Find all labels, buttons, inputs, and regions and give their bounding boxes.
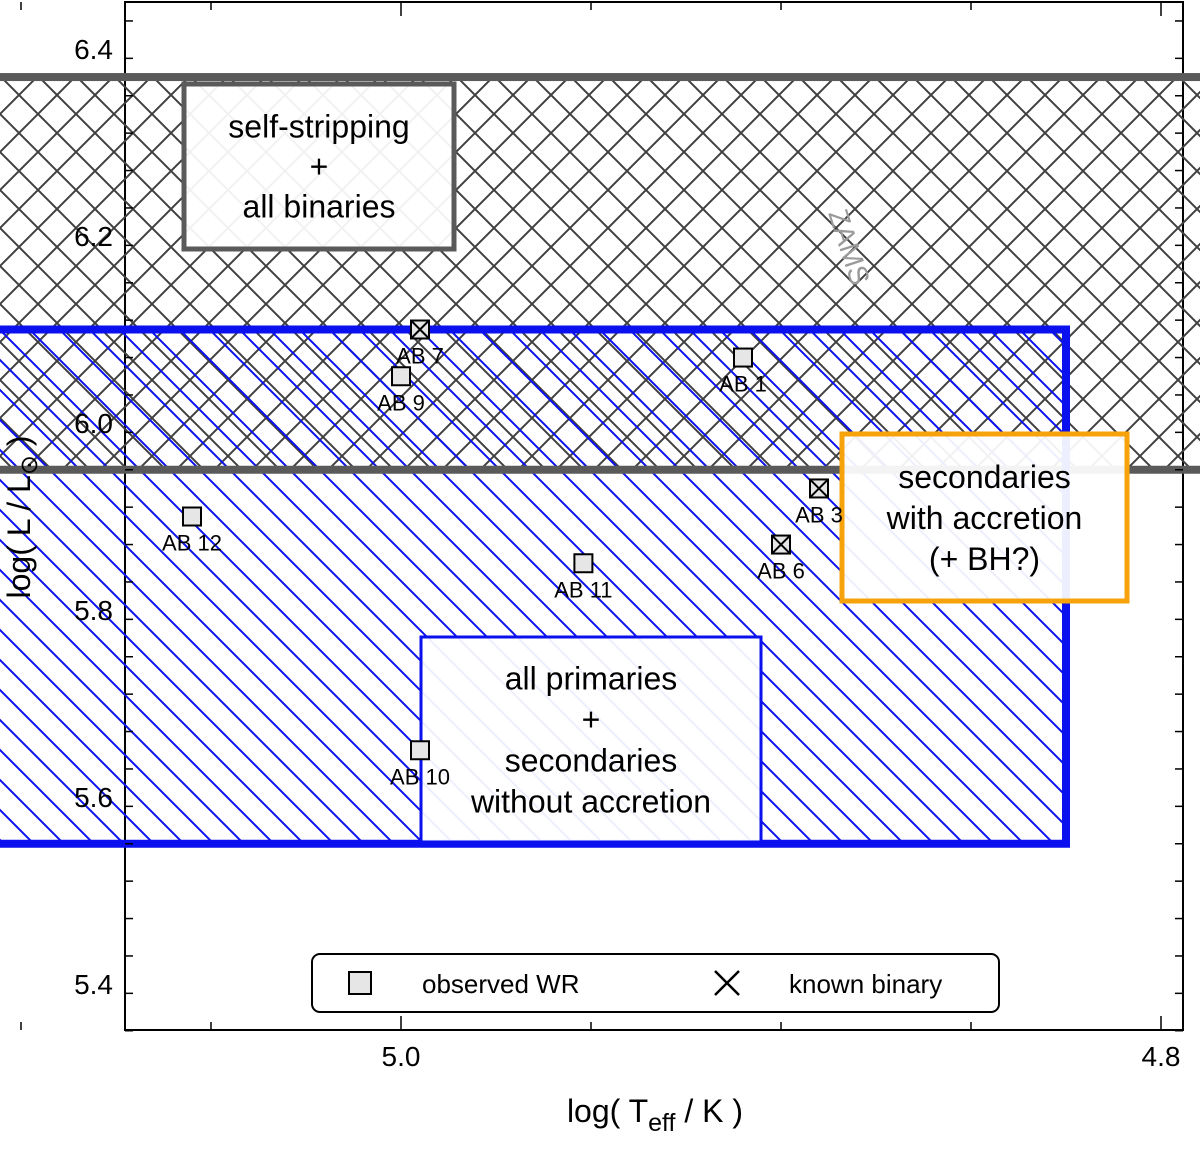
data-point: AB 1: [719, 347, 767, 397]
region-prim-label-line: without accretion: [470, 783, 711, 819]
point-label: AB 3: [795, 502, 843, 527]
region-self-label-line: self-stripping: [228, 109, 409, 145]
point-label: AB 1: [719, 372, 767, 397]
observed-wr-marker: [391, 366, 411, 387]
x-axis-title: log( Teff / K ): [567, 1093, 743, 1137]
data-point: AB 9: [377, 366, 425, 415]
data-point: AB 6: [757, 534, 805, 584]
legend-label: known binary: [789, 969, 942, 999]
region-prim-label-line: +: [582, 701, 601, 737]
ticks-layer: 5.04.84.65.45.65.86.06.26.4: [20, 2, 1183, 1072]
point-label: AB 12: [162, 531, 222, 556]
legend-square-icon: [348, 971, 372, 995]
point-label: AB 6: [757, 559, 805, 584]
point-label: AB 10: [390, 764, 450, 789]
point-label: AB 9: [377, 390, 425, 415]
region-prim-label-box: [419, 635, 763, 844]
x-tick-label: 5.0: [382, 1041, 421, 1072]
region-sec-label-line: (+ BH?): [929, 541, 1040, 577]
region-sec-label-line: secondaries: [898, 459, 1071, 495]
observed-wr-marker: [410, 740, 430, 761]
data-point: AB 11: [554, 553, 613, 602]
legend-box: [311, 953, 1000, 1013]
binary-cross-marker: [809, 478, 829, 499]
data-point: AB 7: [396, 319, 444, 369]
region-sec-label-line: with accretion: [886, 500, 1083, 536]
point-label: AB 7: [396, 344, 444, 369]
region-prim-label-line: all primaries: [505, 660, 677, 696]
legend-layer: observed WR known binary: [311, 953, 1000, 1013]
region-sec-label-box: [839, 431, 1130, 604]
binary-cross-marker: [771, 534, 791, 555]
observed-wr-marker: [573, 553, 594, 574]
region-self-label-line: all binaries: [243, 189, 396, 225]
region-prim-label-line: secondaries: [505, 742, 678, 778]
y-tick-label: 5.8: [74, 595, 113, 626]
data-point: AB 3: [795, 478, 843, 527]
y-tick-label: 6.2: [74, 221, 113, 252]
y-tick-label: 5.6: [74, 782, 113, 813]
y-tick-label: 6.0: [74, 408, 113, 439]
point-label: AB 11: [554, 577, 612, 602]
data-point: AB 10: [390, 740, 450, 789]
legend-label: observed WR: [422, 969, 580, 999]
region-self-label-line: +: [310, 149, 329, 185]
y-tick-label: 5.4: [74, 969, 113, 1000]
observed-wr-marker: [182, 506, 202, 527]
legend-cross-icon: [714, 970, 740, 996]
x-tick-label: 4.8: [1142, 1041, 1181, 1072]
region-self-label-box: [181, 81, 457, 252]
observed-wr-marker: [733, 347, 753, 368]
data-point: AB 12: [162, 506, 222, 556]
region-label-layer: self-stripping + all binaries all primaries…: [181, 81, 1130, 844]
binary-cross-marker: [410, 319, 430, 340]
y-tick-label: 6.4: [74, 34, 113, 65]
